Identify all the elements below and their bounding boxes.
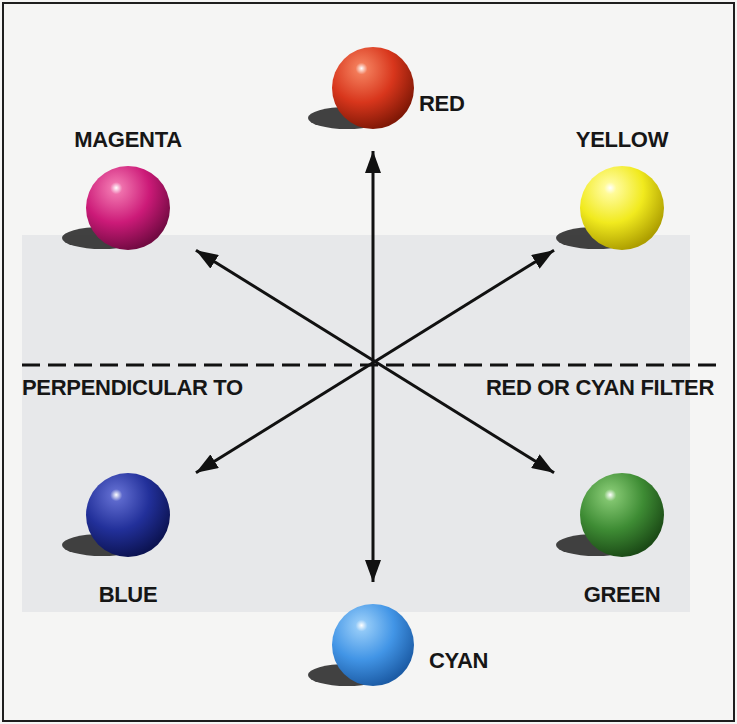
sphere-drawing: [580, 166, 664, 250]
sphere-drawing: [86, 473, 170, 557]
sphere-drawing: [86, 166, 170, 250]
sphere-drawing: [580, 473, 664, 557]
sphere: [580, 473, 664, 557]
grey-panel: [22, 235, 690, 612]
sphere: [86, 166, 170, 250]
frame: [3, 3, 734, 721]
color-sphere: BLUE: [86, 473, 170, 557]
color-sphere: MAGENTA: [86, 166, 170, 250]
axis-note: RED OR CYAN FILTER: [486, 377, 714, 399]
color-name: CYAN: [429, 650, 488, 672]
sphere: [332, 604, 414, 686]
double-arrow: [196, 250, 554, 473]
color-name: RED: [419, 93, 465, 115]
color-sphere: CYAN: [332, 604, 414, 686]
color-name: GREEN: [584, 584, 661, 606]
sphere-drawing: [332, 47, 414, 129]
double-arrow: [196, 250, 554, 473]
sphere: [580, 166, 664, 250]
color-sphere: YELLOW: [580, 166, 664, 250]
color-sphere: RED: [332, 47, 414, 129]
color-name: MAGENTA: [74, 129, 181, 151]
sphere: [86, 473, 170, 557]
color-name: BLUE: [99, 584, 158, 606]
double-arrow: [372, 151, 375, 582]
color-sphere: GREEN: [580, 473, 664, 557]
axis-note: PERPENDICULAR TO: [22, 377, 243, 399]
sphere: [332, 47, 414, 129]
color-name: YELLOW: [576, 129, 668, 151]
sphere-drawing: [332, 604, 414, 686]
